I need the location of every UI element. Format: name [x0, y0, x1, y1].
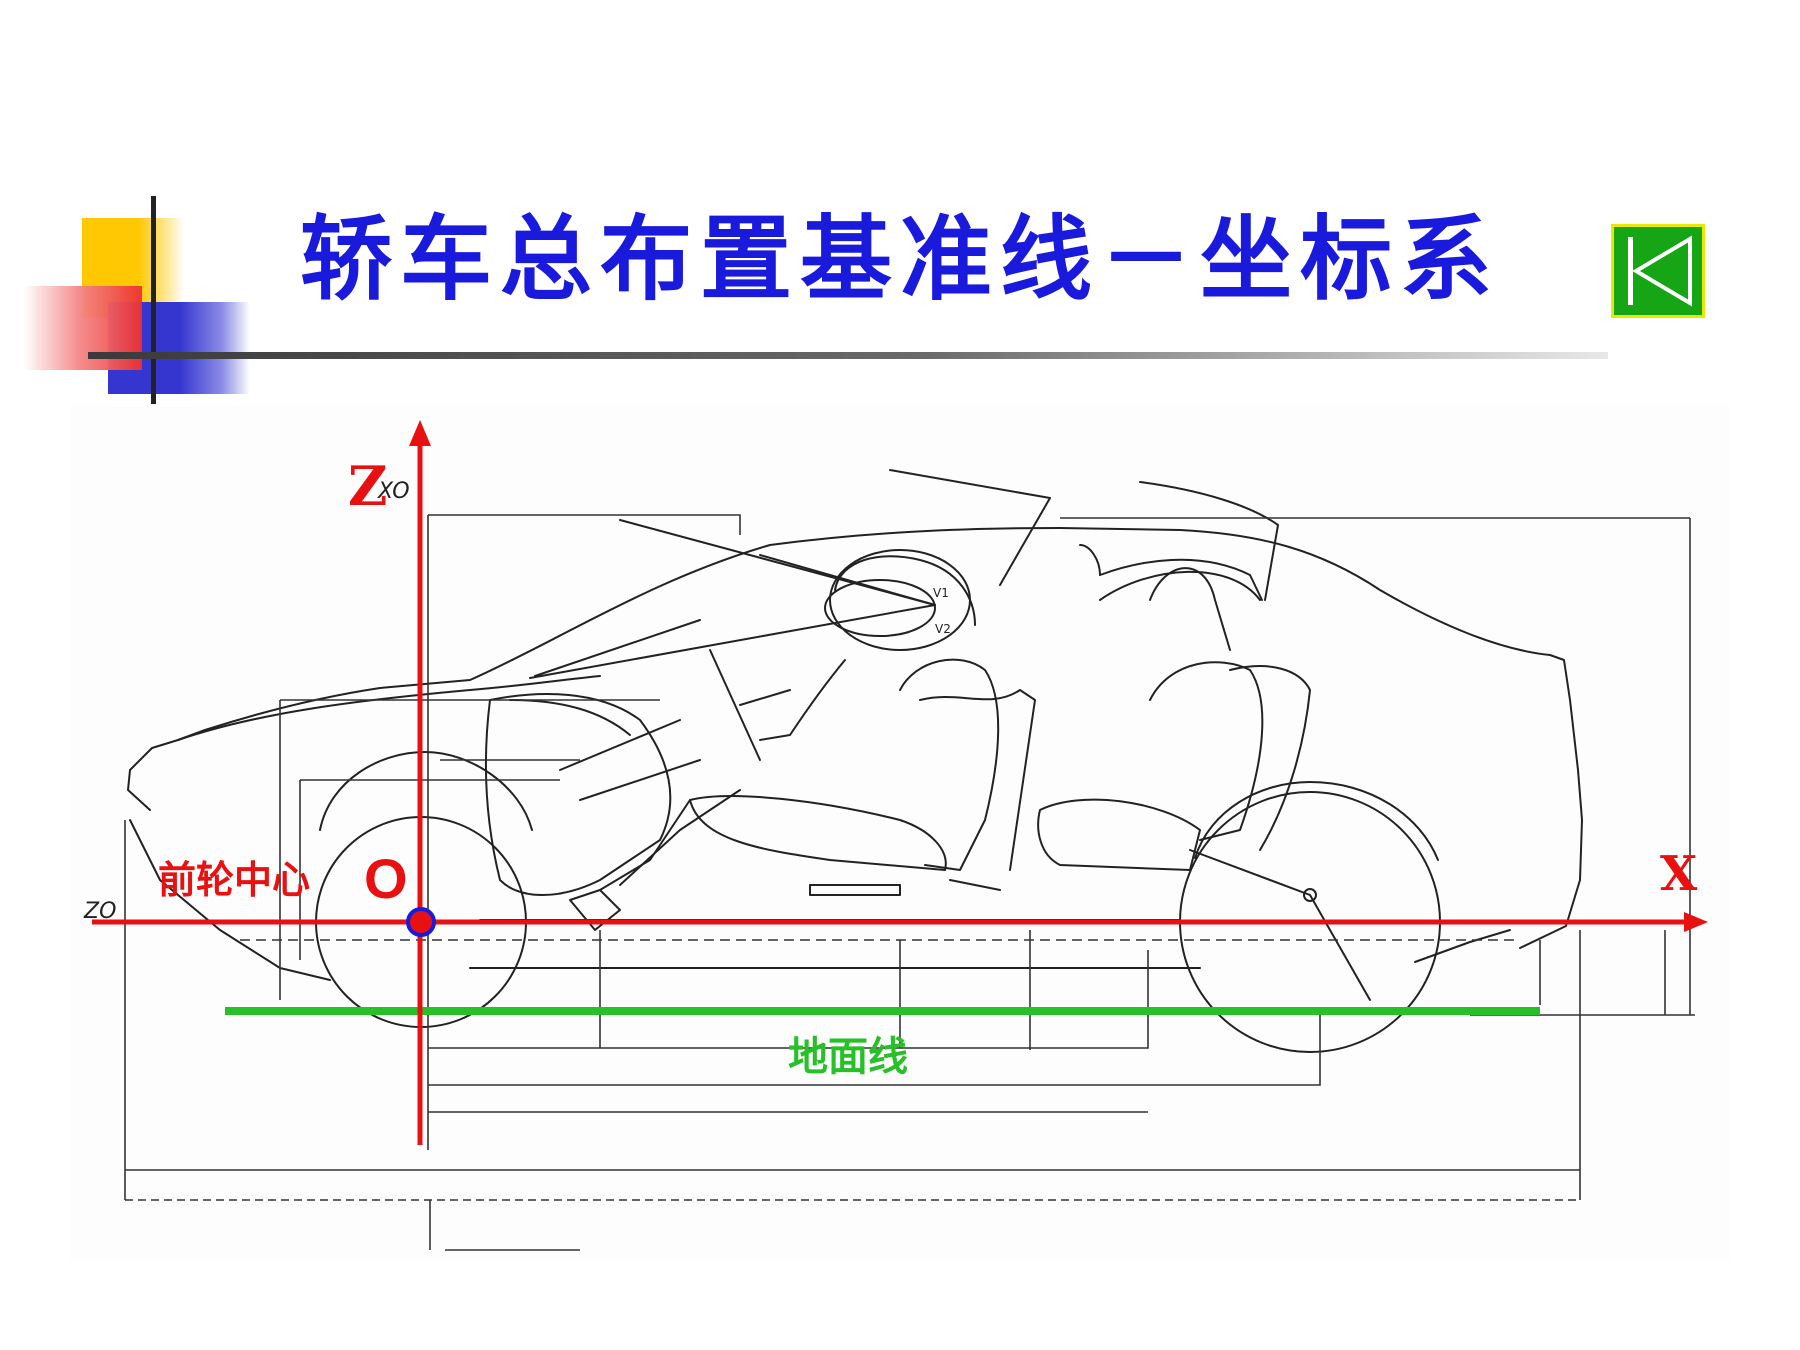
drawing-sheet [70, 405, 1730, 1260]
rear-seat-cushion [1037, 798, 1201, 871]
z-axis-arrow [409, 420, 431, 446]
ground-line-label: 地面线 [788, 1034, 908, 1080]
car-front-bumper [129, 819, 331, 981]
z-axis-label: Z [348, 454, 387, 518]
steering-wheel [709, 649, 761, 761]
label-v1: V1 [933, 586, 949, 600]
car-body-outline [127, 527, 1583, 949]
front-wheel-arch [319, 751, 533, 831]
rear-wheel-arch [1194, 781, 1439, 861]
car-hood-line [177, 675, 601, 741]
driver-eyellipse [824, 579, 936, 637]
slide-title: 轿车总布置基准线－坐标系 [300, 206, 1501, 313]
car-line-drawing [127, 469, 1583, 1053]
first-slide-button[interactable] [1611, 224, 1705, 318]
title-rule [88, 352, 1608, 359]
rear-wheel-hub [1303, 888, 1317, 902]
label-v2: V2 [935, 622, 951, 636]
origin-label: O [364, 847, 408, 910]
coordinate-axes [92, 420, 1708, 1145]
front-wheel-center-label: 前轮中心 [158, 858, 310, 902]
axis-labels: Z X O 前轮中心 地面线 [158, 454, 1698, 1080]
front-seat-cushion [689, 795, 947, 871]
rear-seat-back [1149, 567, 1231, 651]
front-seat-back [899, 658, 1000, 871]
decor-vertical-line [151, 196, 156, 404]
x-axis-label: X [1660, 846, 1698, 902]
label-xo: XO [377, 479, 410, 504]
drawing-small-labels: XO ZO V1 V2 [83, 479, 951, 924]
car-rear-bumper [1414, 929, 1511, 963]
origin-point [406, 907, 436, 937]
x-axis-arrow [1684, 912, 1708, 932]
first-slide-icon [1628, 235, 1692, 307]
